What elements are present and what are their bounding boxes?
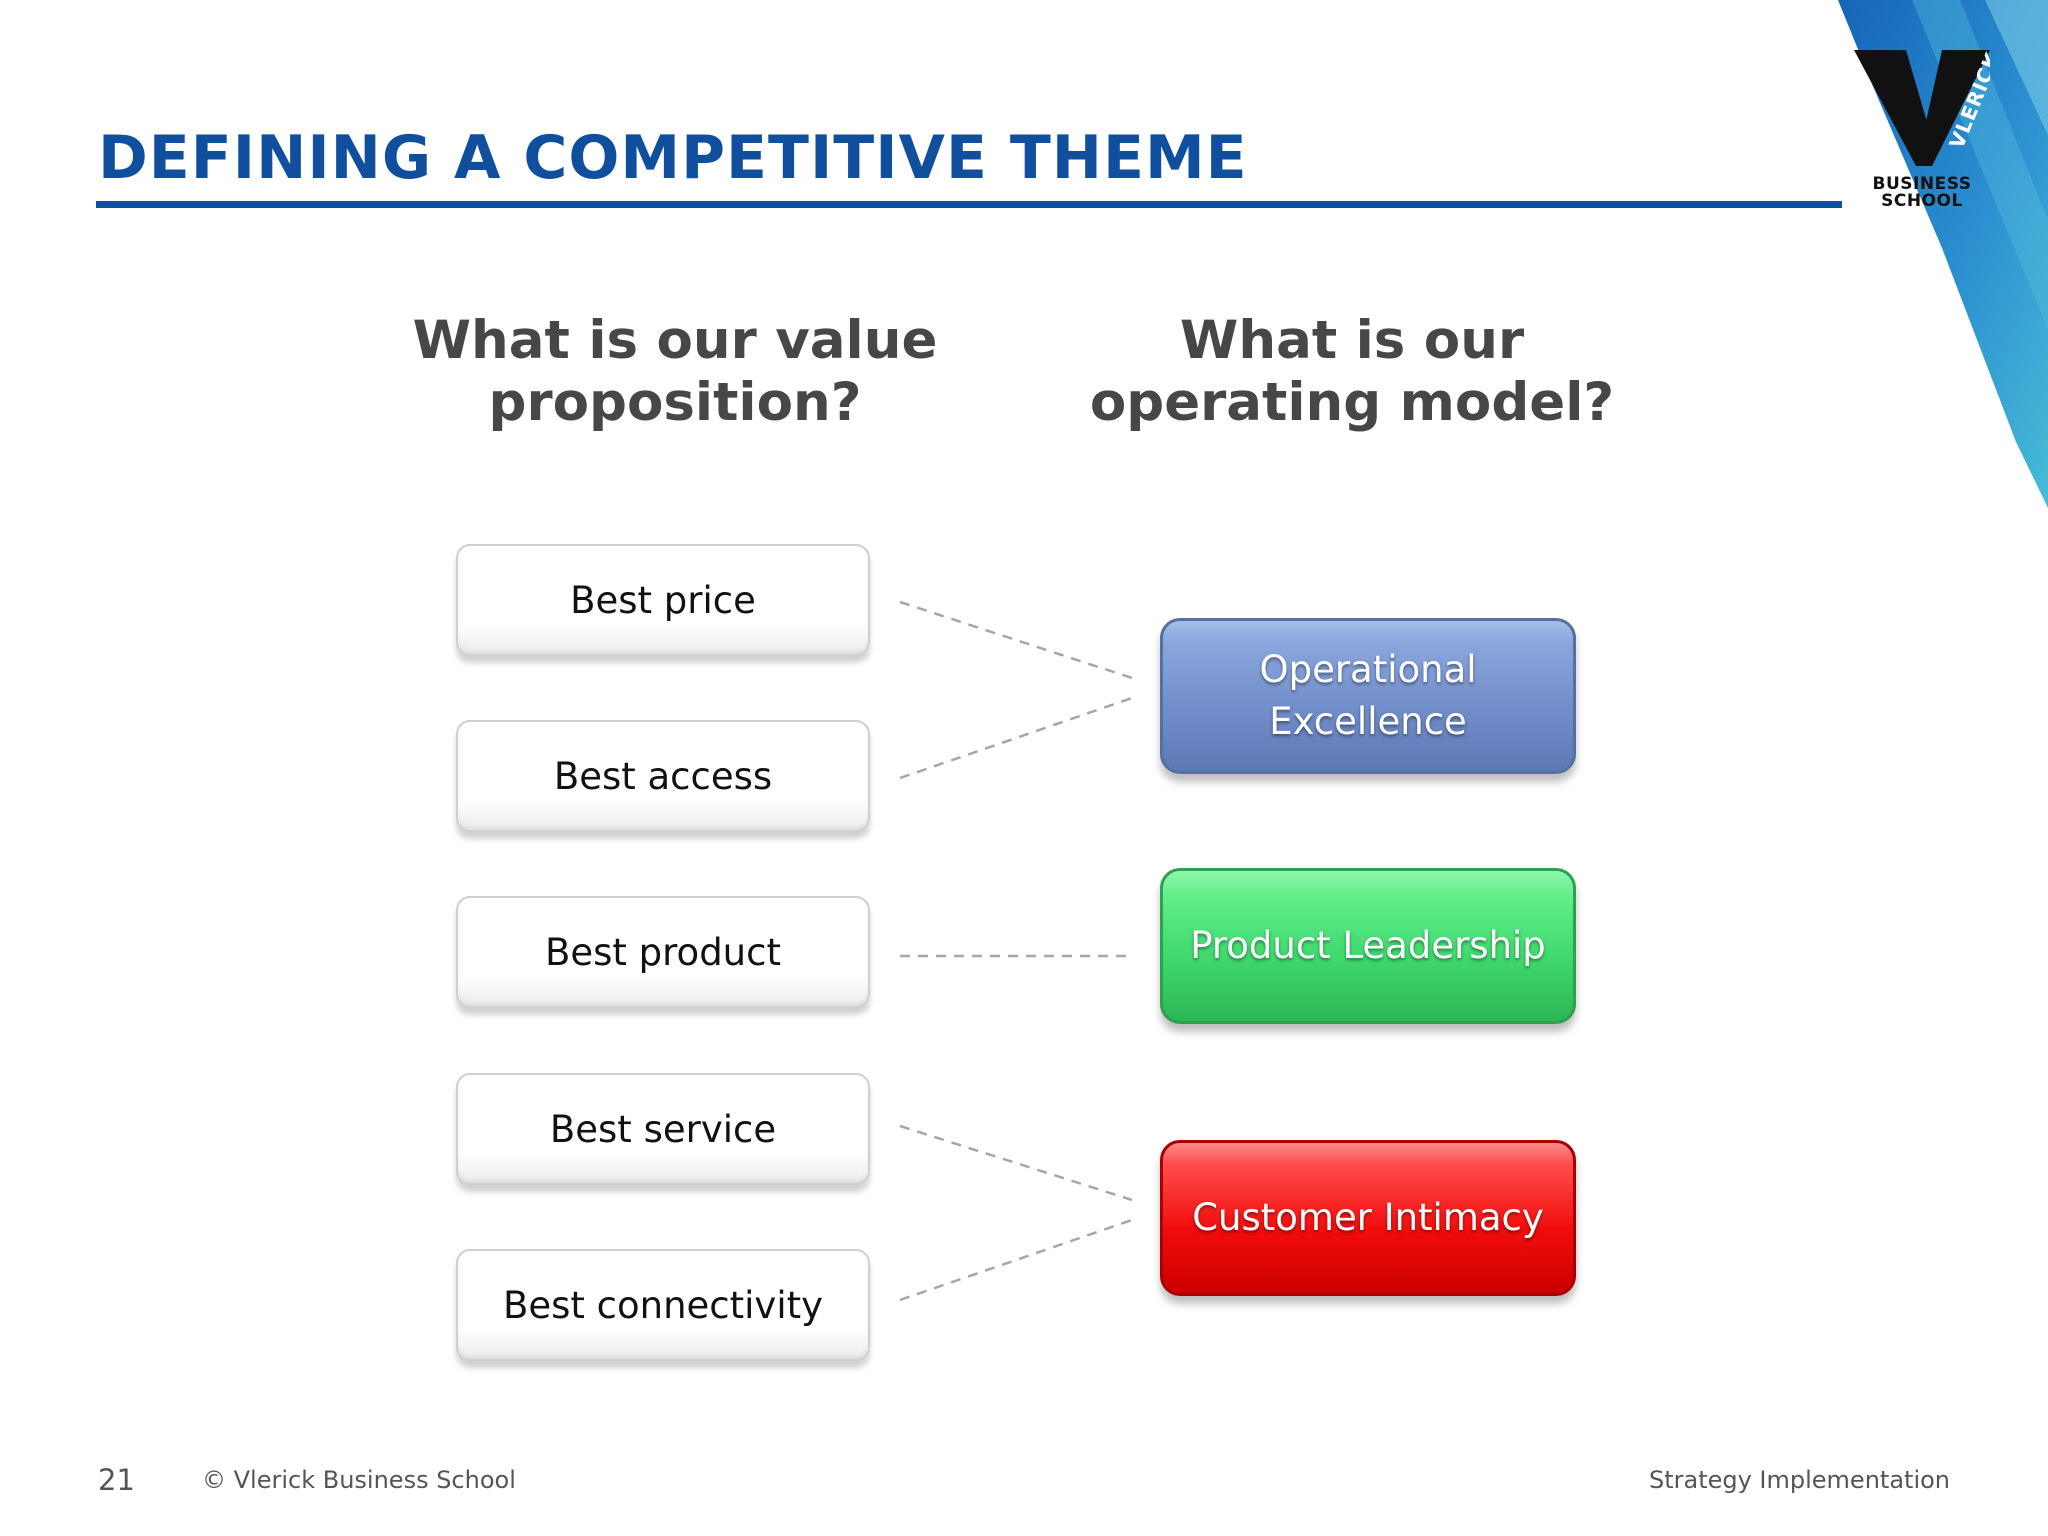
footer-copyright: © Vlerick Business School bbox=[202, 1466, 516, 1494]
logo-line-school: SCHOOL bbox=[1881, 191, 1963, 211]
value-box-label: Best product bbox=[544, 930, 781, 974]
vlerick-v-mark-icon: VLERICK bbox=[1854, 48, 1990, 166]
connector-connectivity-intimacy bbox=[899, 1218, 1133, 1302]
model-box-label: Customer Intimacy bbox=[1192, 1196, 1544, 1239]
value-proposition-heading: What is our value proposition? bbox=[412, 310, 938, 433]
value-box-best-access: Best access bbox=[456, 720, 870, 832]
model-box-label: Operational Excellence bbox=[1259, 648, 1477, 743]
operating-model-heading: What is our operating model? bbox=[1089, 310, 1615, 433]
value-box-best-connectivity: Best connectivity bbox=[456, 1249, 870, 1361]
value-box-label: Best access bbox=[553, 754, 773, 798]
model-box-label: Product Leadership bbox=[1190, 924, 1546, 967]
value-box-best-product: Best product bbox=[456, 896, 870, 1008]
value-box-best-service: Best service bbox=[456, 1073, 870, 1185]
connector-price-operational bbox=[899, 600, 1133, 680]
model-box-customer-intimacy: Customer Intimacy bbox=[1160, 1140, 1576, 1296]
model-box-product-leadership: Product Leadership bbox=[1160, 868, 1576, 1024]
slide-title: DEFINING A COMPETITIVE THEME bbox=[98, 123, 1248, 193]
vlerick-logo: VLERICK BUSINESS SCHOOL bbox=[1854, 48, 1990, 218]
logo-subtitle: BUSINESS SCHOOL bbox=[1854, 176, 1990, 210]
logo-line-business: BUSINESS bbox=[1872, 174, 1972, 194]
value-box-best-price: Best price bbox=[456, 544, 870, 656]
page-number: 21 bbox=[98, 1463, 135, 1497]
connector-access-operational bbox=[899, 696, 1133, 780]
value-box-label: Best price bbox=[570, 578, 756, 622]
connector-service-intimacy bbox=[899, 1124, 1133, 1202]
value-box-label: Best service bbox=[549, 1107, 777, 1151]
title-underline bbox=[96, 201, 1842, 208]
footer-course-name: Strategy Implementation bbox=[1648, 1466, 1950, 1494]
value-box-label: Best connectivity bbox=[502, 1283, 824, 1327]
model-box-operational-excellence: Operational Excellence bbox=[1160, 618, 1576, 774]
